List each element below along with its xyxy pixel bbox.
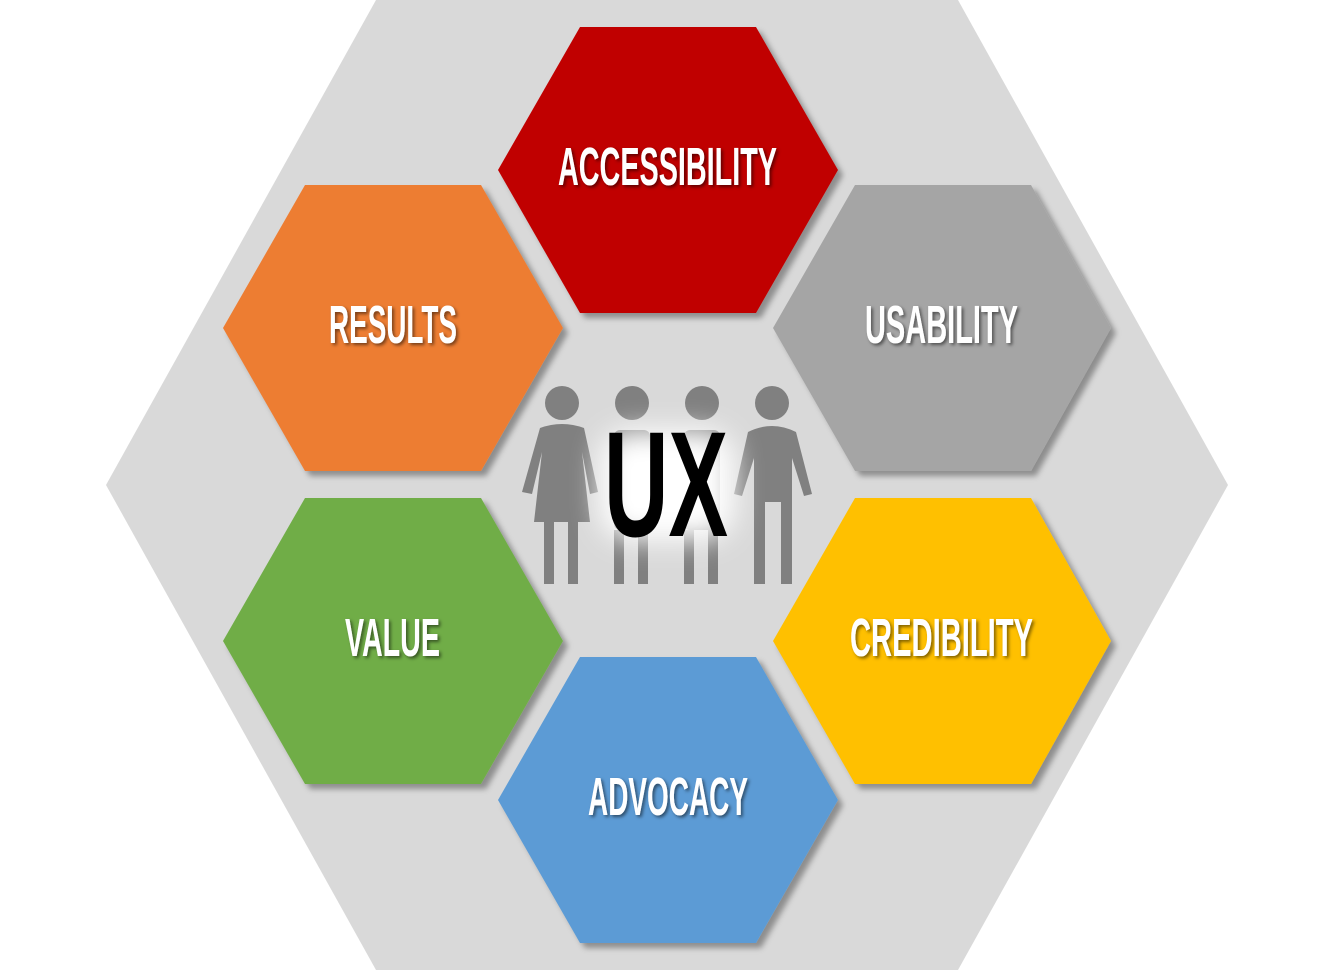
hexagon-shape (223, 185, 563, 471)
hexagon-shape (498, 657, 838, 943)
hex-advocacy: ADVOCACY (498, 657, 838, 943)
ux-center-label: UX (600, 400, 734, 568)
hex-usability: USABILITY (773, 185, 1111, 471)
hex-label: USABILITY (865, 295, 1018, 355)
hex-label: VALUE (345, 608, 440, 668)
hex-label: CREDIBILITY (850, 608, 1033, 668)
hex-label: ACCESSIBILITY (558, 137, 777, 197)
ux-title: UX (604, 400, 728, 568)
hex-credibility: CREDIBILITY (773, 498, 1111, 784)
hex-label: ADVOCACY (588, 767, 748, 827)
hex-accessibility: ACCESSIBILITY (498, 27, 838, 313)
hex-value: VALUE (223, 498, 563, 784)
hex-label: RESULTS (329, 295, 457, 355)
hexagon-shape (498, 27, 838, 313)
hexagon-shape (773, 185, 1111, 471)
hexagon-shape (223, 498, 563, 784)
hex-results: RESULTS (223, 185, 563, 471)
hexagon-shape (773, 498, 1111, 784)
